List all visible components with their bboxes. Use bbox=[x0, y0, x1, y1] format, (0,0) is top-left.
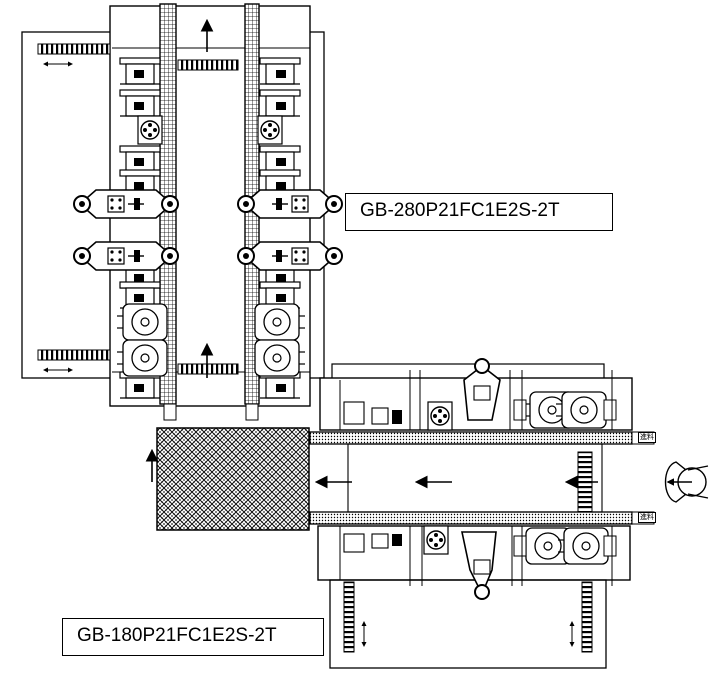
operator-icon bbox=[664, 461, 709, 503]
grinding-wheel-icon bbox=[116, 339, 168, 377]
machine-label-top: GB-280P21FC1E2S-2T bbox=[345, 193, 613, 231]
horizontal-machine bbox=[309, 358, 655, 669]
input-tag-bottom: 進料 bbox=[638, 512, 656, 523]
transfer-table bbox=[145, 427, 310, 531]
vertical-machine bbox=[21, 3, 343, 421]
input-tag-top: 進料 bbox=[638, 432, 656, 443]
grinding-wheel-icon bbox=[116, 303, 168, 341]
motor-icon bbox=[137, 115, 163, 145]
machine-label-bottom: GB-180P21FC1E2S-2T bbox=[62, 618, 324, 656]
